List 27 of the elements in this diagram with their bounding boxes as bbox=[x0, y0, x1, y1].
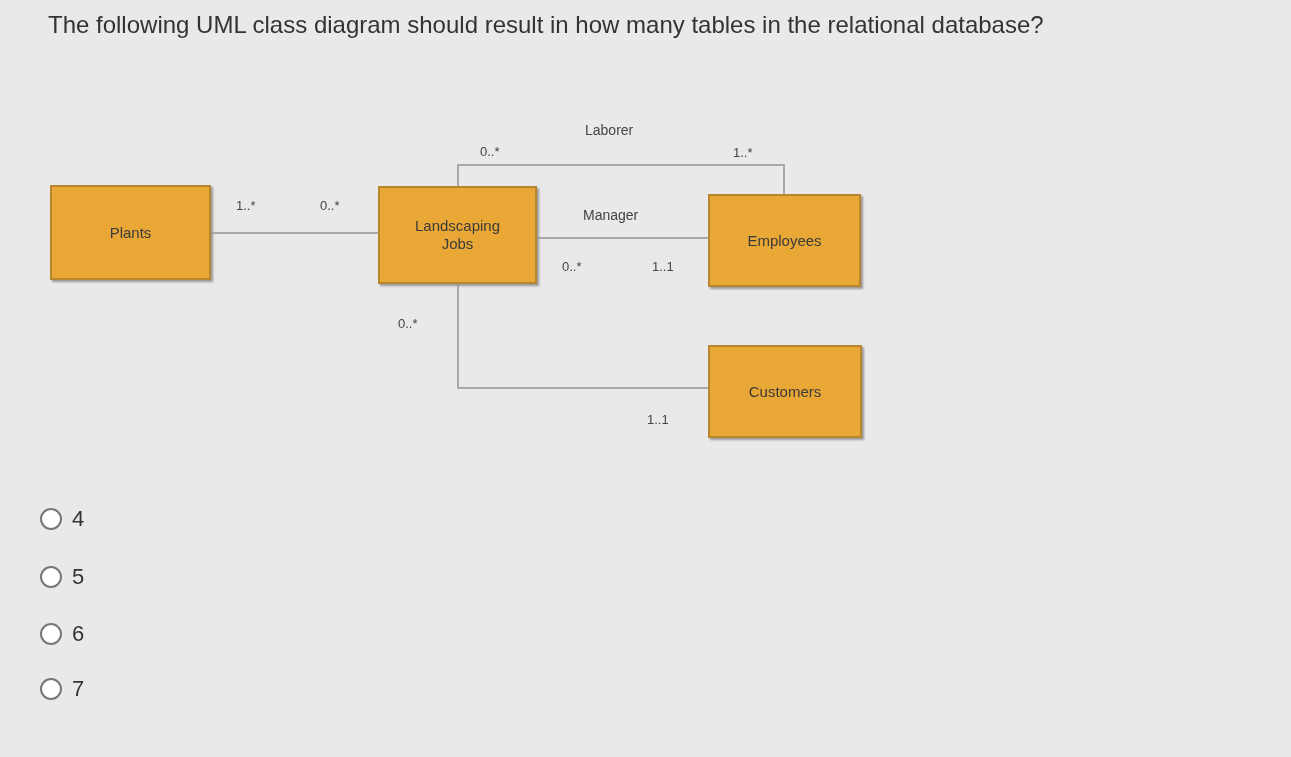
association-line bbox=[457, 164, 785, 195]
role-label: Laborer bbox=[585, 121, 634, 140]
class-name: Landscaping Jobs bbox=[413, 217, 502, 253]
association-line bbox=[457, 283, 709, 389]
class-box bbox=[708, 194, 861, 287]
class-name: Employees bbox=[746, 231, 823, 250]
answer-option: 7 bbox=[72, 672, 85, 705]
class-box bbox=[50, 185, 211, 280]
answer-option: 4 bbox=[72, 502, 85, 535]
answer-option: 5 bbox=[72, 560, 85, 593]
class-name: Plants bbox=[108, 223, 153, 242]
class-name: Customers bbox=[747, 382, 823, 401]
multiplicity-label: 0..* bbox=[320, 197, 340, 215]
multiplicity-label: 0..* bbox=[562, 258, 582, 276]
class-box bbox=[378, 186, 537, 284]
multiplicity-label: 1..1 bbox=[647, 411, 669, 429]
multiplicity-label: 1..* bbox=[733, 144, 753, 162]
multiplicity-label: 0..* bbox=[398, 315, 418, 333]
multiplicity-label: 0..* bbox=[480, 143, 500, 161]
answer-option: 6 bbox=[72, 617, 85, 650]
role-label: Manager bbox=[583, 206, 639, 225]
multiplicity-label: 1..1 bbox=[652, 258, 674, 276]
class-box bbox=[708, 345, 862, 438]
multiplicity-label: 1..* bbox=[236, 197, 256, 215]
question-text: The following UML class diagram should result in how many tables in the relational database? bbox=[48, 10, 1045, 40]
association-line bbox=[536, 237, 709, 239]
association-line bbox=[210, 232, 379, 234]
